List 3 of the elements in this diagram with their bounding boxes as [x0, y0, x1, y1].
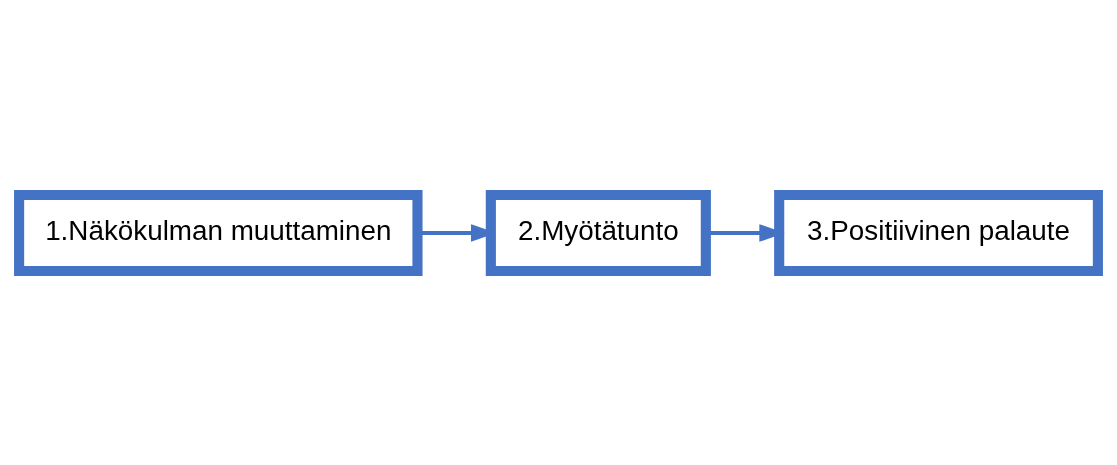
node-box: 2.Myötätunto [485, 189, 711, 276]
node-box: 3.Positiivinen palaute [774, 189, 1103, 276]
node-box: 1.Näkökulman muuttaminen [14, 189, 423, 276]
